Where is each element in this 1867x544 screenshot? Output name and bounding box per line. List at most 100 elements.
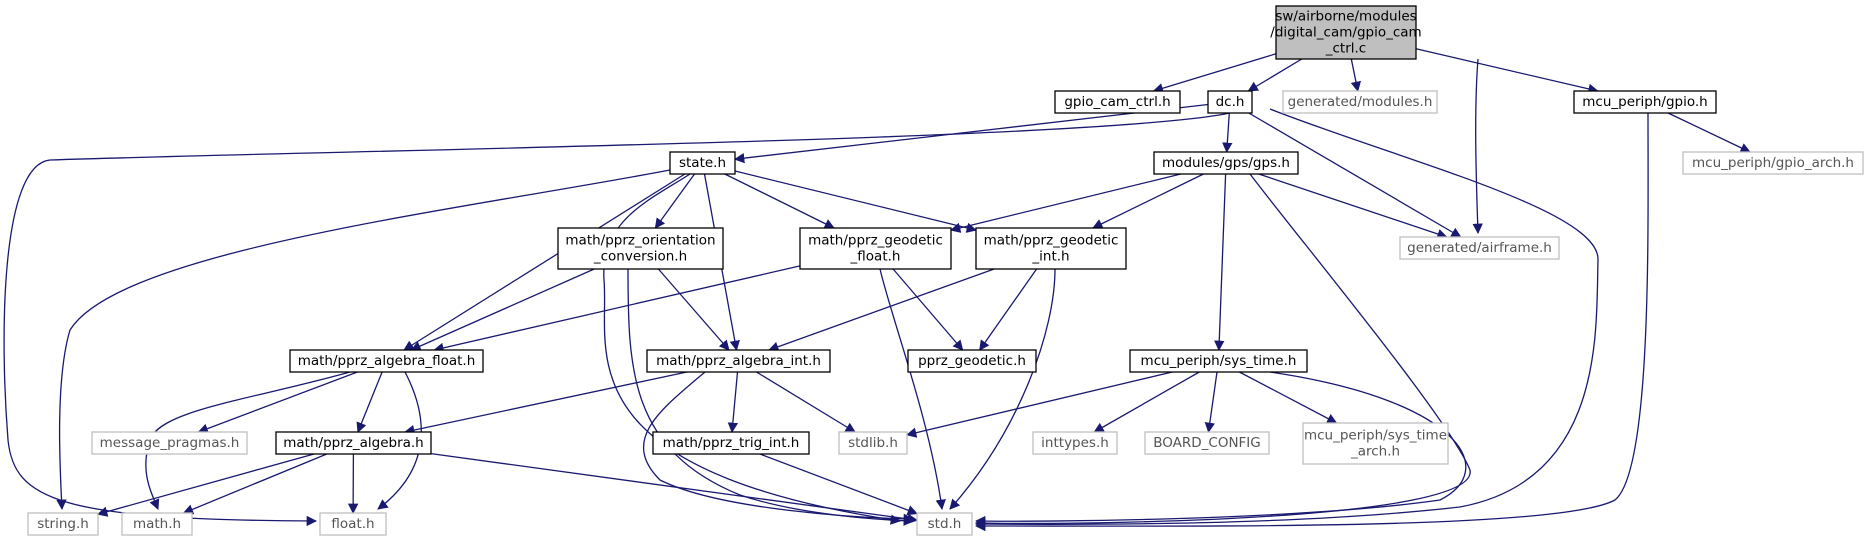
node-message_pragmas_h: message_pragmas.h [91,431,248,455]
node-label: math/pprz_algebra_float.h [298,353,476,369]
node-state_h[interactable]: state.h [669,151,736,175]
node-box [838,431,908,455]
edge-math_pprz_algebra_int_h-to-stdlib_h [756,371,856,433]
node-box [1682,151,1864,175]
edge-math_pprz_algebra_float_h-to-math_pprz_algebra_h [356,371,383,433]
node-board_config: BOARD_CONFIG [1144,431,1270,455]
node-modules_gps_gps_h[interactable]: modules/gps/gps.h [1153,151,1299,175]
edge-modules_gps_gps_h-to-mcu_periph_sys_time_h [1214,173,1227,352]
node-label: stdlib.h [848,435,898,451]
node-box [27,512,99,536]
edge-mcu_periph_gpio_h-to-mcu_periph_gpio_arch_h [1667,112,1751,153]
node-box [799,227,952,270]
node-math_pprz_orientation_conversion_h[interactable]: math/pprz_orientation_conversion.h [557,227,724,270]
edge-mcu_periph_sys_time_h-to-std_h [974,371,1467,527]
node-label: math.h [133,516,181,532]
node-box [907,349,1037,373]
node-label: math/pprz_geodetic [984,233,1119,249]
edge-state_h-to-math_pprz_orientation_conversion_h [654,173,696,229]
edge-dc_h-to-float_h [3,112,1231,527]
node-label: _arch.h [1350,444,1400,460]
node-label: inttypes.h [1041,435,1109,451]
node-mcu_periph_sys_time_arch_h: mcu_periph/sys_time_arch.h [1302,422,1449,465]
node-box [557,227,724,270]
edge-mcu_periph_sys_time_h-to-inttypes_h [1093,371,1200,433]
edge-mcu_periph_sys_time_h-to-board_config [1204,371,1218,434]
edge-math_pprz_algebra_h-to-string_h [96,453,315,517]
node-box [975,227,1127,270]
node-label: mcu_periph/sys_time.h [1141,353,1297,369]
node-label: math/pprz_trig_int.h [663,435,800,451]
edge-state_h-to-math_pprz_geodetic_int_h [734,170,978,233]
node-box [121,512,193,536]
edge-state_h-to-math_pprz_algebra_float_h [403,173,686,351]
node-gpio_cam_ctrl_h[interactable]: gpio_cam_ctrl.h [1054,90,1181,114]
node-box [1153,151,1299,175]
node-label: _ctrl.c [1325,41,1366,57]
node-root[interactable]: sw/airborne/modules/digital_cam/gpio_cam… [1270,5,1422,60]
edge-modules_gps_gps_h-to-math_pprz_geodetic_float_h [949,173,1182,233]
node-box [1207,90,1253,114]
edge-math_pprz_geodetic_int_h-to-std_h [949,268,1056,510]
node-math_pprz_geodetic_float_h[interactable]: math/pprz_geodetic_float.h [799,227,952,270]
edge-math_pprz_orientation_conversion_h-to-std_h [627,268,915,526]
edge-modules_gps_gps_h-to-generated_airframe_h [1258,173,1448,239]
node-box [1144,431,1270,455]
edge-math_pprz_geodetic_int_h-to-math_pprz_algebra_int_h [768,268,995,352]
node-mcu_periph_sys_time_h[interactable]: mcu_periph/sys_time.h [1129,349,1308,373]
edge-state_h-to-math_pprz_geodetic_float_h [724,173,835,229]
node-box [646,349,831,373]
node-label: sw/airborne/modules [1275,9,1416,25]
node-label: float.h [331,516,374,532]
edge-root-to-mcu_periph_gpio_h [1415,48,1599,94]
node-label: BOARD_CONFIG [1153,435,1261,451]
node-math_pprz_algebra_int_h[interactable]: math/pprz_algebra_int.h [646,349,831,373]
edge-math_pprz_algebra_h-to-std_h [430,452,919,525]
edge-math_pprz_algebra_float_h-to-math_h [145,371,351,510]
node-box [1399,236,1560,260]
node-box [1275,5,1417,60]
node-box [916,512,973,536]
node-pprz_geodetic_h[interactable]: pprz_geodetic.h [907,349,1037,373]
edge-dc_h-to-std_h [974,108,1599,530]
edge-mcu_periph_gpio_h-to-std_h [974,112,1649,532]
edge-math_pprz_algebra_float_h-to-message_pragmas_h [197,371,358,434]
node-dc_h[interactable]: dc.h [1207,90,1253,114]
node-stdlib_h: stdlib.h [838,431,908,455]
edge-math_pprz_algebra_int_h-to-std_h [642,371,915,525]
node-math_pprz_algebra_float_h[interactable]: math/pprz_algebra_float.h [289,349,484,373]
node-label: math/pprz_geodetic [808,233,943,249]
edge-modules_gps_gps_h-to-std_h [974,173,1471,529]
node-math_h: math.h [121,512,193,536]
node-label: message_pragmas.h [100,435,240,451]
node-math_pprz_geodetic_int_h[interactable]: math/pprz_geodetic_int.h [975,227,1127,270]
node-label: _float.h [850,249,901,265]
node-math_pprz_trig_int_h[interactable]: math/pprz_trig_int.h [652,431,810,455]
node-inttypes_h: inttypes.h [1032,431,1118,455]
node-label: string.h [37,516,89,532]
node-generated_modules_h: generated/modules.h [1282,90,1438,114]
node-label: generated/modules.h [1288,94,1433,110]
node-label: pprz_geodetic.h [918,353,1026,369]
node-label: /digital_cam/gpio_cam [1270,25,1421,41]
edge-math_pprz_orientation_conversion_h-to-math_pprz_algebra_float_h [410,268,595,351]
node-string_h: string.h [27,512,99,536]
node-math_pprz_algebra_h[interactable]: math/pprz_algebra.h [275,431,432,455]
node-float_h: float.h [319,512,387,536]
node-box [275,431,432,455]
node-box [652,431,810,455]
edge-dc_h-to-generated_airframe_h [1248,112,1462,238]
node-mcu_periph_gpio_arch_h: mcu_periph/gpio_arch.h [1682,151,1864,175]
node-mcu_periph_gpio_h[interactable]: mcu_periph/gpio.h [1573,90,1717,114]
node-label: _int.h [1031,249,1069,265]
node-label: dc.h [1216,94,1245,110]
node-label: mcu_periph/sys_time [1304,428,1447,444]
node-box [1282,90,1438,114]
node-box [1302,422,1449,465]
edge-root-to-generated_airframe_h [1472,58,1483,235]
edge-modules_gps_gps_h-to-math_pprz_geodetic_int_h [1092,173,1204,229]
node-std_h: std.h [916,512,973,536]
node-label: mcu_periph/gpio.h [1582,94,1708,110]
